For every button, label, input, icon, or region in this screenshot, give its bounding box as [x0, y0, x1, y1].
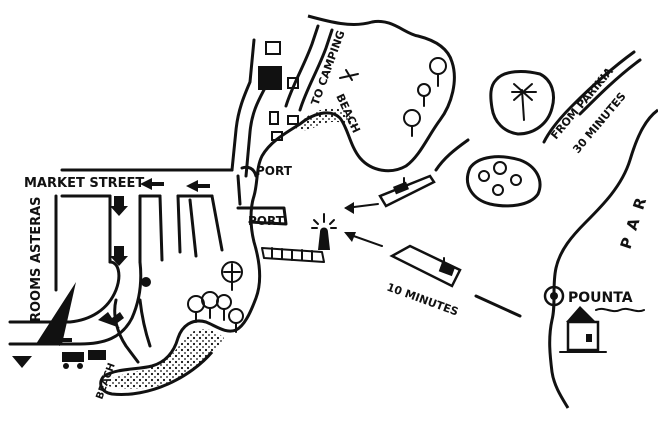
road-west-lower — [8, 194, 121, 324]
road-to-camping — [298, 28, 334, 112]
arrow-down-marker — [12, 356, 32, 368]
port-pier-upper — [236, 174, 242, 206]
port-pier-2 — [240, 165, 258, 178]
ferry-curve-line — [434, 138, 470, 172]
block-right-a — [188, 198, 198, 258]
road-to-camping-2 — [284, 24, 320, 108]
one-way-arrows — [48, 178, 210, 346]
buildings-north — [258, 41, 299, 141]
road-north-outer — [230, 38, 256, 172]
ferry-route-arrows — [344, 202, 383, 247]
pounta-marker-icon — [543, 285, 565, 307]
north-beach-sand — [296, 108, 356, 131]
route-10-minutes-line — [474, 294, 522, 318]
lighthouse-icon — [311, 213, 337, 250]
islet-north — [489, 70, 555, 136]
road-west-lower-2 — [8, 260, 143, 346]
breakwater — [261, 247, 325, 263]
car-icons — [62, 350, 106, 369]
pounta-coast-squiggle — [595, 307, 645, 313]
block-right-b — [210, 194, 224, 252]
road-south-b — [138, 298, 152, 348]
ferry-boat-icon — [378, 174, 436, 208]
port-label-lower: PORT — [248, 214, 285, 228]
pounta-label: POUNTA — [568, 290, 633, 306]
block-mid-b — [176, 194, 182, 254]
rooms-asteras-label: ROOMS ASTERAS — [29, 196, 44, 322]
tree-icons — [187, 57, 447, 333]
market-street-label: MARKET STREET — [24, 176, 144, 191]
antiparos-coastline — [103, 14, 456, 378]
islet-middle — [466, 155, 542, 208]
paros-coastline — [548, 108, 658, 409]
ferry-boat-icon-2 — [389, 244, 462, 288]
south-beach-sand — [108, 329, 224, 389]
port-pier-lower — [236, 206, 288, 226]
road-south-a — [113, 298, 140, 364]
route-from-parikia — [542, 50, 636, 144]
rooms-asteras-marker — [36, 282, 76, 344]
block-mid-a — [158, 194, 164, 262]
junction-dot — [141, 277, 151, 287]
port-label-upper: PORT — [256, 164, 293, 178]
house-icon — [559, 306, 607, 353]
route-from-parikia-2 — [578, 58, 642, 116]
